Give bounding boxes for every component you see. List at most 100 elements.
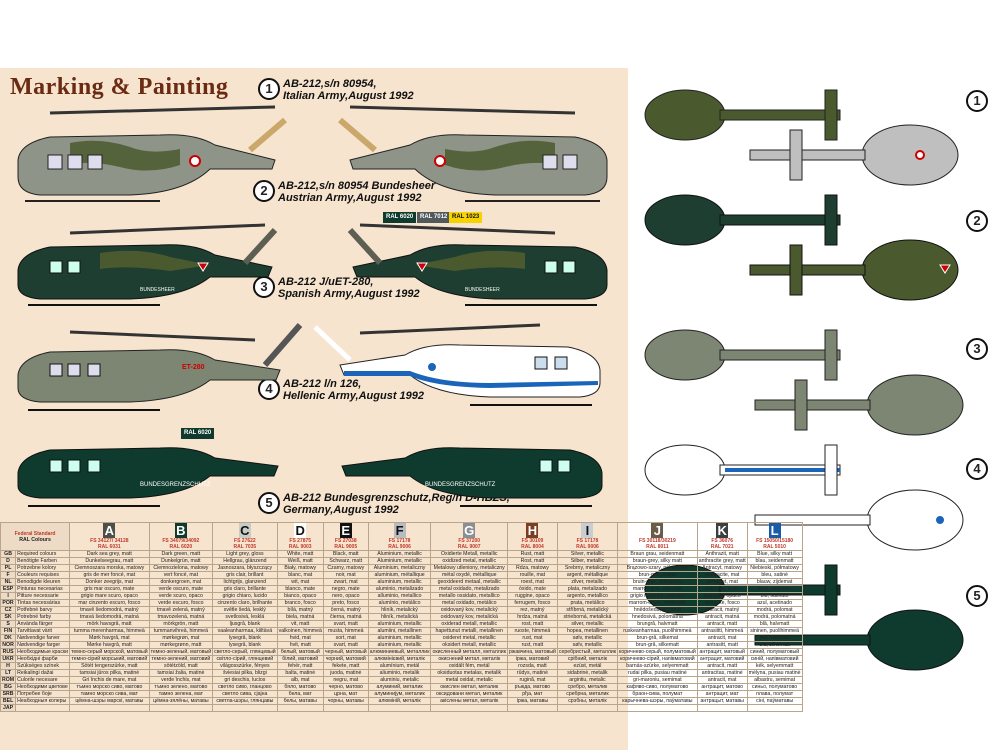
table-cell: brun-grå, silkematt [617, 641, 698, 649]
table-cell: Metalowy utleniony, metaliczny [430, 564, 508, 572]
table-cell: strieborná, metalická [556, 613, 619, 621]
table-cell: rozsda, matt [506, 662, 558, 670]
table-cell: óxido, mate [506, 585, 558, 593]
table-cell-label: Pinturas necesarias [15, 585, 71, 593]
ral-chip-6020-bgs: RAL 6020 [181, 428, 215, 439]
table-cell: темно-зеленый, матовый [148, 648, 214, 656]
table-cell: hopea, metallinen [556, 627, 619, 635]
table-cell: Dunkelgrün, matt [148, 557, 214, 565]
table-cell: коричнево-серый, полуматовый [617, 648, 698, 656]
table-cell [506, 704, 558, 712]
table-cell: preto, fosco [322, 599, 369, 607]
helicopter-profile-1-left [17, 105, 287, 202]
table-cell: metal oxidado, metálico [430, 599, 508, 607]
table-cell: ruggine, opaco [506, 592, 558, 600]
table-cell: коричнево-сірий, напівматовий [617, 655, 698, 663]
table-cell: azul, acetinado [746, 599, 803, 607]
table-cell: Rost, matt [506, 557, 558, 565]
table-cell: antraciet, mat [696, 578, 748, 586]
table-cell: antracit, mat [696, 634, 748, 642]
ral-chip-1023: RAL 1023 [449, 212, 483, 223]
table-cell: antrasiitti, himmeä [696, 627, 748, 635]
table-cell-code: BEL [0, 697, 17, 705]
table-cell: sötétzöld, matt [148, 662, 214, 670]
table-cell: білий, матовий [276, 655, 324, 663]
table-cell: срібний, металік [556, 655, 619, 663]
table-cell-code: DK [0, 634, 17, 642]
topview-number-4: 4 [966, 458, 988, 480]
table-cell: geoxideerd metaal, metallic [430, 578, 508, 586]
table-cell: argintiu, metalic [556, 676, 619, 684]
table-cell: Czarny, matowy [322, 564, 369, 572]
table-cell: hapettunut metalli, metallinen [430, 627, 508, 635]
table-cell: antracit, matt [696, 662, 748, 670]
table-cell: donkergroen, mat [148, 578, 214, 586]
table-cell: antracit, matná [696, 613, 748, 621]
table-cell: kék, selyemmatt [746, 662, 803, 670]
table-cell-code: GB [0, 550, 17, 558]
table-cell-label: Required colours [15, 550, 71, 558]
table-cell: antracita, mate [696, 585, 748, 593]
table-cell-code: D [0, 557, 17, 565]
table-row: JAP [0, 704, 803, 712]
table-cell-code: SRB [0, 690, 17, 698]
table-cell: Aluminium, metallic [367, 550, 432, 558]
topview-number-2: 2 [966, 210, 988, 232]
table-cell: svart, matt [322, 641, 369, 649]
table-cell: hliník, metalický [367, 606, 432, 614]
table-cell-code: PL [0, 564, 17, 572]
table-cell: rudai pilka, pusiau matinė [617, 669, 698, 677]
table-cell: цёмна-зялёны, матавы [148, 697, 214, 705]
table-cell: mar cinzento escuro, fosco [69, 599, 150, 607]
table-cell: lysegrå, blank [212, 634, 278, 642]
table-cell [148, 704, 214, 712]
table-cell: rugină, mat [506, 676, 558, 684]
table-cell: alluminio, metallico [367, 592, 432, 600]
table-cell: albastru, semimat [746, 676, 803, 684]
table-cell-label: Pitture necessarie [15, 592, 71, 600]
table-cell-code: S [0, 620, 17, 628]
table-cell: белы, матавы [276, 697, 324, 705]
table-cell: antracit, matný [696, 606, 748, 614]
table-cell: светло-серый, глянцевый [212, 648, 278, 656]
table-cell: alb, mat [276, 676, 324, 684]
table-cell: fekete, matt [322, 662, 369, 670]
topview-3 [644, 329, 964, 436]
table-cell: іржа, матавы [506, 697, 558, 705]
table-cell: antracit, matt [696, 620, 748, 628]
table-cell-label: Använda färger [15, 620, 71, 628]
helicopter-profile-5-left: BUNDESGRENZSCHUTZ [17, 447, 279, 507]
scheme-number-4: 4 [258, 378, 280, 400]
table-cell-code: JAP [0, 704, 17, 712]
table-cell: hnědošedá, polomat [617, 606, 698, 614]
topview-1 [644, 89, 959, 186]
table-cell: сребрна, металик [556, 690, 619, 698]
table-cell [322, 704, 369, 712]
table-cell: svetlosivá, lesklá [212, 613, 278, 621]
table-cell: roest, mat [506, 578, 558, 586]
bundesheer-text-left: BUNDESHEER [140, 287, 175, 293]
table-cell: ruskeanharmaa, puolihimmeä [617, 627, 698, 635]
table-cell: prata, metálico [556, 599, 619, 607]
scheme-caption-5: AB-212 Bundesgrenzschutz,Reg/n D-HBZS, G… [283, 492, 510, 516]
table-cell: blå, silkemat [746, 634, 803, 642]
table-cell: Gri închis de mare, mat [69, 676, 150, 684]
table-cell: šviesiai pilka, blizgi [212, 669, 278, 677]
table-cell-code: RUS [0, 648, 17, 656]
table-cell: mörkgrön, matt [148, 620, 214, 628]
table-cell: balta, matinė [276, 669, 324, 677]
table-cell: bruin-grijs, zijdeglans [617, 578, 698, 586]
table-cell: juoda, matinė [322, 669, 369, 677]
table-cell: ръжда, матово [506, 683, 558, 691]
scheme-number-1: 1 [258, 78, 280, 100]
table-cell: bílá, matný [276, 606, 324, 614]
